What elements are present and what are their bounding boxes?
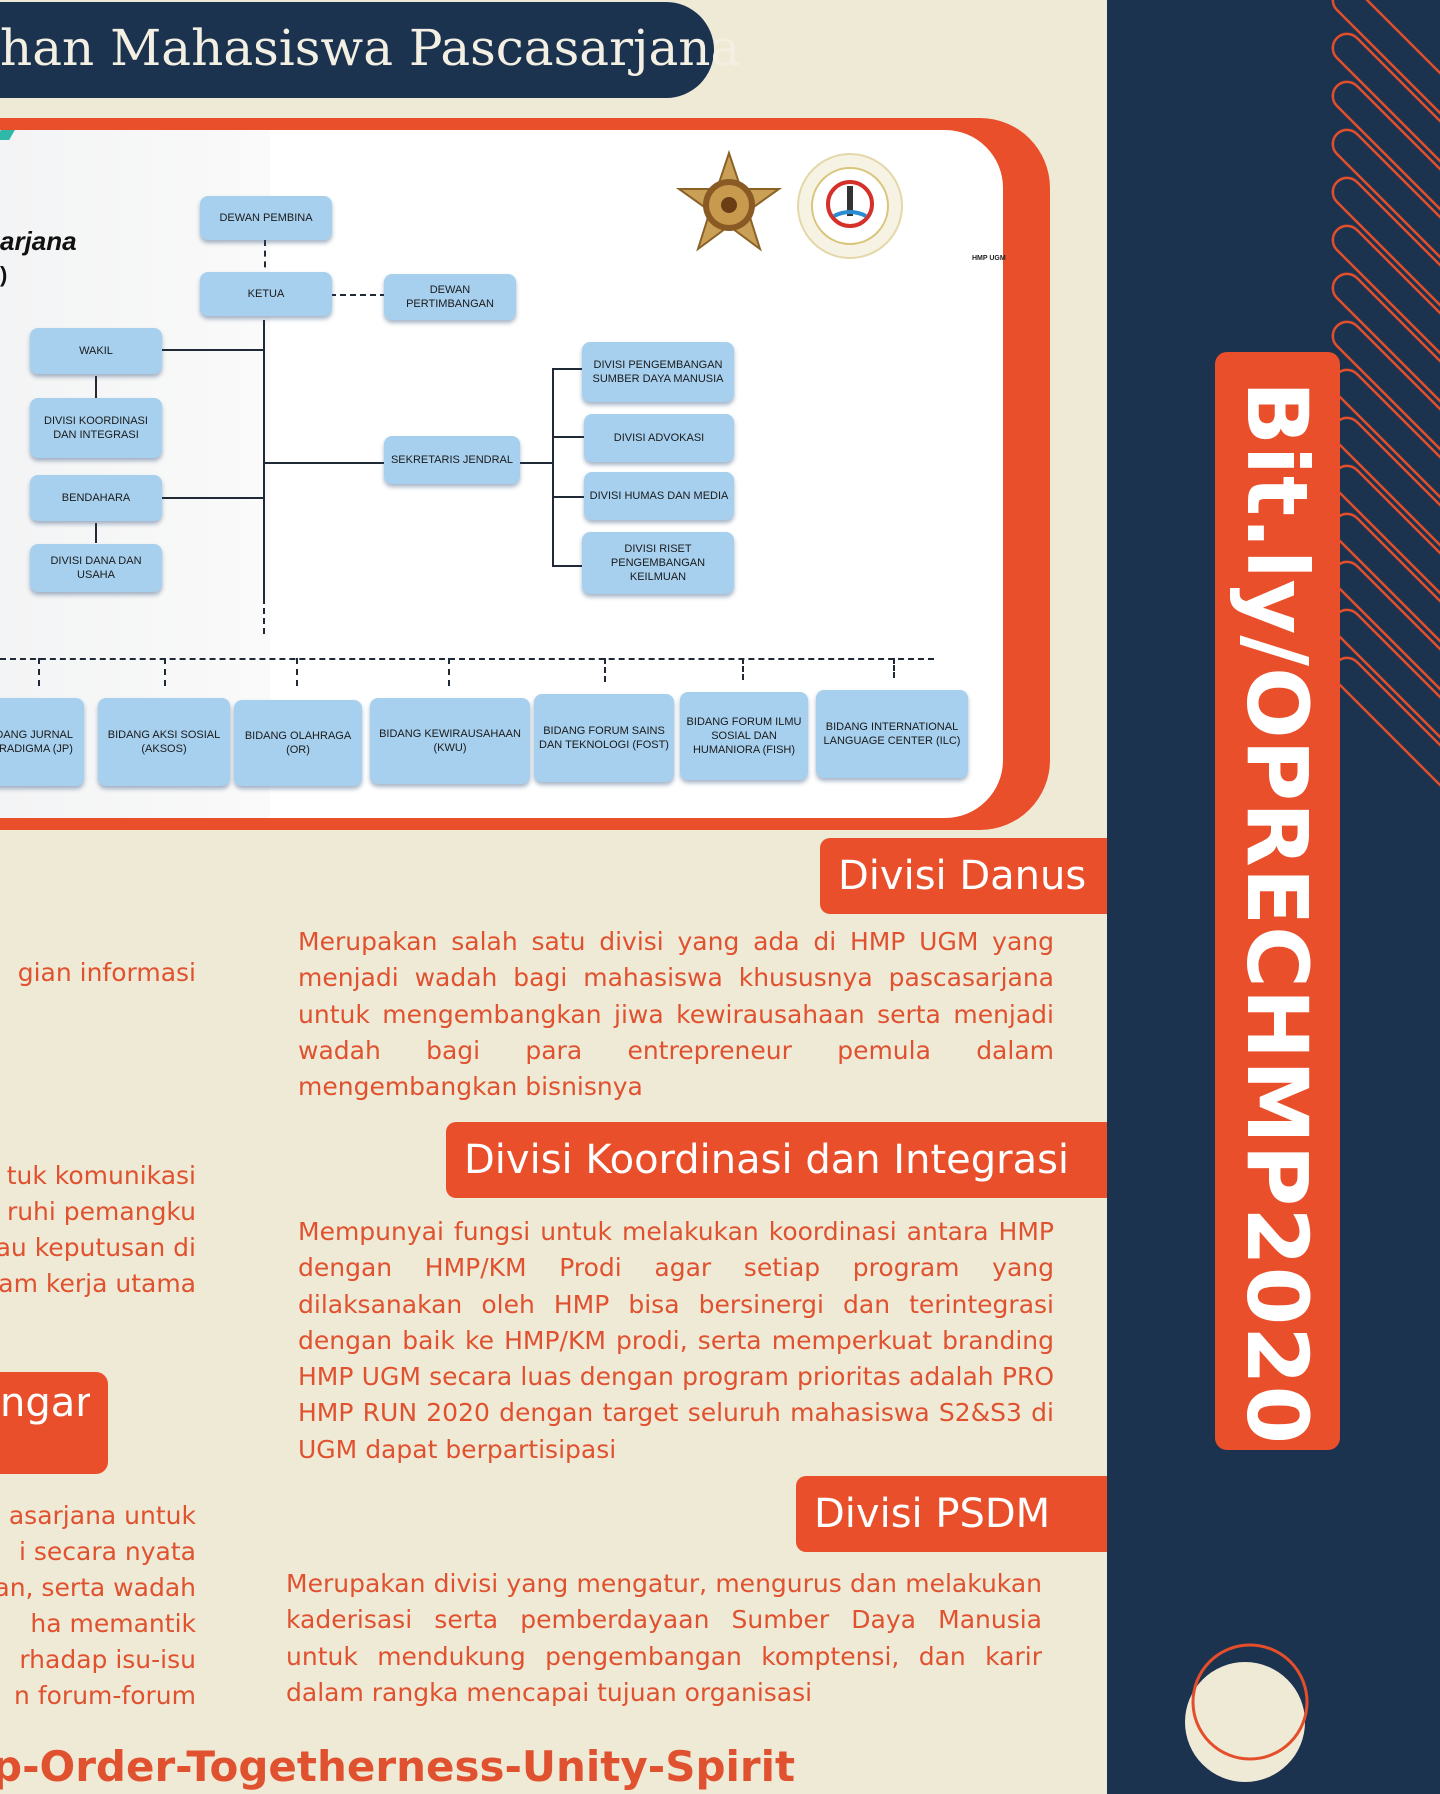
stripe-pattern-icon — [1185, 0, 1440, 1782]
section-body-danus: Merupakan salah satu divisi yang ada di … — [298, 927, 1054, 1102]
box-divisi-humas: DIVISI HUMAS DAN MEDIA — [584, 472, 734, 520]
section-body-psdm: Merupakan divisi yang mengatur, mengurus… — [286, 1569, 1042, 1707]
box-divisi-psdm: DIVISI PENGEMBANGAN SUMBER DAYA MANUSIA — [582, 342, 734, 402]
left-section-tag-text: ngan — [0, 1380, 90, 1426]
left-fragment-line: gian informasi — [17, 958, 196, 987]
box-bidang-fost: BIDANG FORUM SAINS DAN TEKNOLOGI (FOST) — [534, 694, 674, 782]
box-bidang-jp: BIDANG JURNAL PARADIGMA (JP) — [0, 698, 84, 786]
section-title-danus: Divisi Danus — [820, 838, 1107, 914]
box-divisi-danus: DIVISI DANA DAN USAHA — [30, 544, 162, 592]
box-bidang-aksos: BIDANG AKSI SOSIAL (AKSOS) — [98, 698, 230, 786]
box-bidang-ilc: BIDANG INTERNATIONAL LANGUAGE CENTER (IL… — [816, 690, 968, 778]
section-body-koordinasi: Mempunyai fungsi untuk melakukan koordin… — [298, 1217, 1054, 1464]
box-divisi-riset: DIVISI RISET PENGEMBANGAN KEILMUAN — [582, 532, 734, 594]
section-title-koordinasi: Divisi Koordinasi dan Integrasi — [446, 1122, 1107, 1198]
left-fragment-line: i secara nyata — [19, 1537, 196, 1566]
left-fragment-line: tuk komunikasi — [6, 1161, 196, 1190]
box-sekjen: SEKRETARIS JENDRAL — [384, 436, 520, 484]
ugm-emblem-icon — [675, 150, 783, 252]
left-fragment-line: ha memantik — [30, 1609, 196, 1638]
box-bendahara: BENDAHARA — [30, 475, 162, 521]
top-banner — [0, 2, 714, 98]
hmp-ugm-logo — [797, 153, 903, 259]
left-fragment-line: rhadap isu-isu — [19, 1645, 196, 1674]
banner-title: han Mahasiswa Pascasarjana — [0, 19, 741, 77]
left-fragment-line: asarjana untuk — [8, 1501, 196, 1530]
hmp-ugm-logo-label: HMP UGM — [972, 255, 1006, 262]
left-fragment-line: n forum-forum — [14, 1681, 196, 1710]
box-dewan-pertimbangan: DEWAN PERTIMBANGAN — [384, 274, 516, 320]
box-divisi-advokasi: DIVISI ADVOKASI — [584, 414, 734, 462]
box-divisi-koordinasi: DIVISI KOORDINASI DAN INTEGRASI — [30, 398, 162, 458]
chart-title-fragment-2: ) — [0, 262, 8, 287]
box-bidang-fish: BIDANG FORUM ILMU SOSIAL DAN HUMANIORA (… — [680, 692, 808, 780]
box-dewan-pembina: DEWAN PEMBINA — [200, 196, 332, 240]
box-bidang-or: BIDANG OLAHRAGA (OR) — [234, 700, 362, 786]
left-fragment-line: ruhi pemangku — [6, 1197, 196, 1226]
bottom-motto: p-Order-Togetherness-Unity-Spirit — [0, 1742, 796, 1791]
left-fragment-line: am kerja utama — [0, 1269, 196, 1298]
registration-link-pill[interactable] — [1215, 352, 1340, 1450]
box-bidang-kwu: BIDANG KEWIRAUSAHAAN (KWU) — [370, 698, 530, 784]
left-fragment-line: au keputusan di — [0, 1233, 196, 1262]
box-ketua: KETUA — [200, 272, 332, 316]
left-fragment-line: an, serta wadah — [0, 1573, 196, 1602]
left-section-tag — [0, 1372, 108, 1474]
chart-title-fragment: arjana — [0, 226, 77, 256]
registration-link[interactable]: Bit.ly/OPRECHMP2020 — [1228, 381, 1326, 1446]
org-chart-card: DEWAN PEMBINA KETUA DEWAN PERTIMBANGAN W… — [0, 130, 1003, 818]
section-title-psdm: Divisi PSDM — [796, 1476, 1107, 1552]
box-wakil: WAKIL — [30, 328, 162, 374]
